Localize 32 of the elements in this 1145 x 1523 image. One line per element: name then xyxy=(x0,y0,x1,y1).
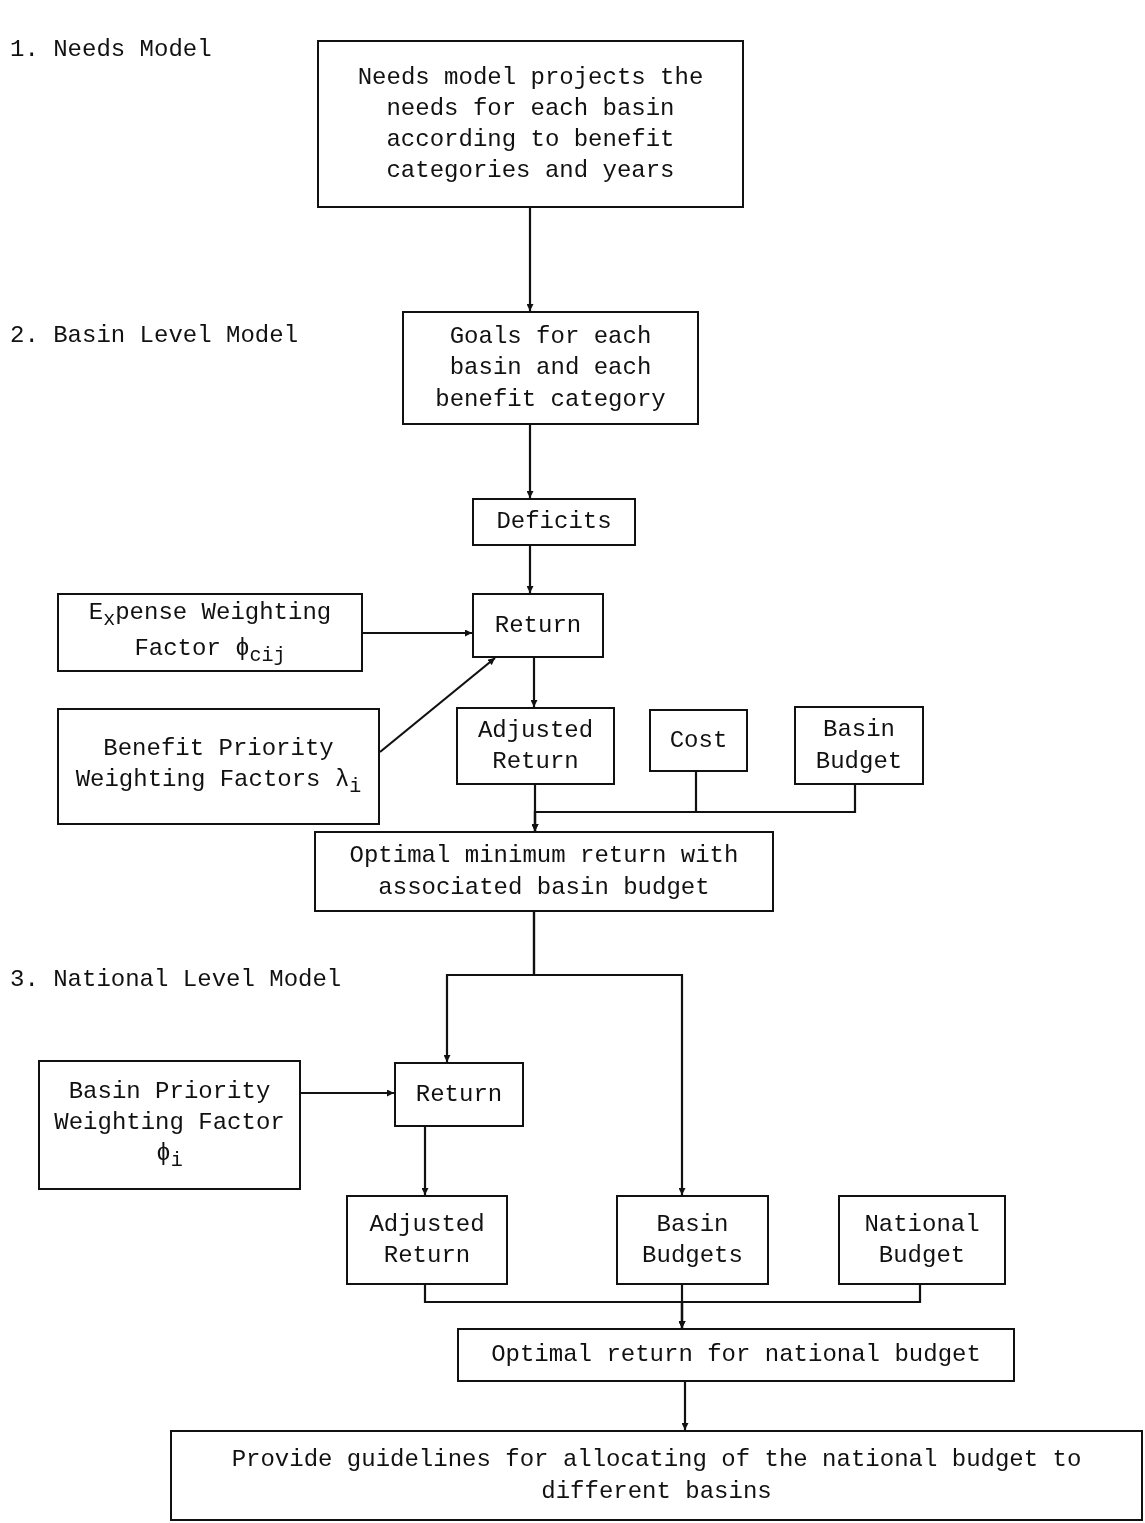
arrow xyxy=(526,208,534,311)
section-label: 3. National Level Model xyxy=(10,966,342,993)
process-box: Adjusted Return xyxy=(346,1195,508,1285)
arrow xyxy=(681,1382,689,1430)
process-box: Provide guidelines for allocating of the national budget to different basins xyxy=(170,1430,1143,1521)
process-box: Basin Budget xyxy=(794,706,924,785)
arrow xyxy=(363,629,472,637)
arrow xyxy=(526,546,534,593)
process-box: Optimal return for national budget xyxy=(457,1328,1015,1382)
arrow xyxy=(531,785,857,831)
arrow xyxy=(678,1285,922,1328)
process-box: Goals for each basin and each benefit category xyxy=(402,311,699,425)
section-label: 1. Needs Model xyxy=(10,36,212,63)
process-box: Optimal minimum return with associated basin budget xyxy=(314,831,774,912)
process-box: Benefit Priority Weighting Factors λ$_{i}$ xyxy=(57,708,380,825)
arrow xyxy=(532,912,686,1195)
arrow xyxy=(421,1127,429,1195)
arrow xyxy=(530,658,538,707)
process-box: Cost xyxy=(649,709,748,772)
process-box: Deficits xyxy=(472,498,636,546)
section-label: 2. Basin Level Model xyxy=(10,322,299,349)
process-box: E$_{x}$pense Weighting Factor ϕ$_{cij}$ xyxy=(57,593,363,672)
process-box: National Budget xyxy=(838,1195,1006,1285)
process-box: Return xyxy=(472,593,604,658)
process-box: Return xyxy=(394,1062,524,1127)
process-box: Needs model projects the needs for each basin according to benefit categories and years xyxy=(317,40,744,208)
arrow xyxy=(301,1089,394,1097)
process-box: Basin Budgets xyxy=(616,1195,769,1285)
process-box: Adjusted Return xyxy=(456,707,615,785)
arrow xyxy=(526,425,534,498)
process-box: Basin Priority Weighting Factor ϕ$_{i}$ xyxy=(38,1060,301,1190)
arrow xyxy=(379,657,496,753)
